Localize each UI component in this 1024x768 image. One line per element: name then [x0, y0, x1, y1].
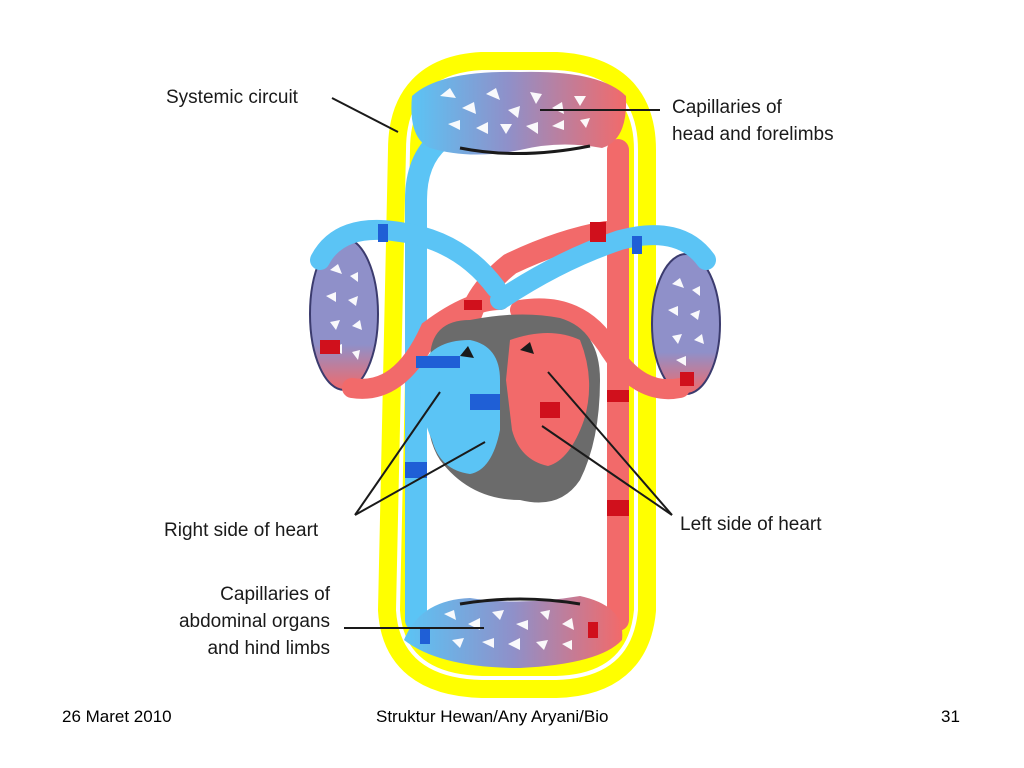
leader-right-side-1 [354, 391, 441, 516]
leader-lines [331, 97, 673, 629]
pulmonary-vein-right [510, 298, 690, 400]
label-right-side-of-heart: Right side of heart [164, 520, 319, 541]
pulmonary-artery-left [310, 219, 506, 298]
footer-page-number: 31 [941, 707, 960, 726]
pulmonary-circuit [309, 219, 721, 400]
label-capillaries-head: Capillaries of head and forelimbs [672, 94, 834, 148]
label-systemic-circuit: Systemic circuit [166, 87, 298, 108]
leader-left-side-1 [547, 371, 673, 516]
pulmonary-artery-right [490, 225, 716, 310]
label-capillaries-abdominal-line3: and hind limbs [207, 638, 330, 659]
leader-left-side-2 [541, 425, 673, 516]
heart [416, 314, 600, 503]
label-capillaries-abdominal-line1: Capillaries of [220, 584, 330, 605]
capillaries-head-forelimbs [411, 71, 627, 155]
label-left-side-of-heart: Left side of heart [680, 514, 822, 535]
label-capillaries-abdominal-line2: abdominal organs [178, 611, 330, 632]
left-heart-chambers [506, 333, 590, 466]
leader-right-side-2 [354, 441, 486, 516]
label-capillaries-head-line2: head and forelimbs [672, 124, 834, 145]
label-capillaries-abdominal: Capillaries of abdominal organs and hind… [179, 581, 330, 662]
footer-date: 26 Maret 2010 [62, 707, 172, 726]
footer-title: Struktur Hewan/Any Aryani/Bio [376, 707, 609, 726]
leader-systemic [331, 97, 399, 133]
right-heart-chambers [419, 340, 500, 474]
label-capillaries-head-line1: Capillaries of [672, 97, 782, 118]
